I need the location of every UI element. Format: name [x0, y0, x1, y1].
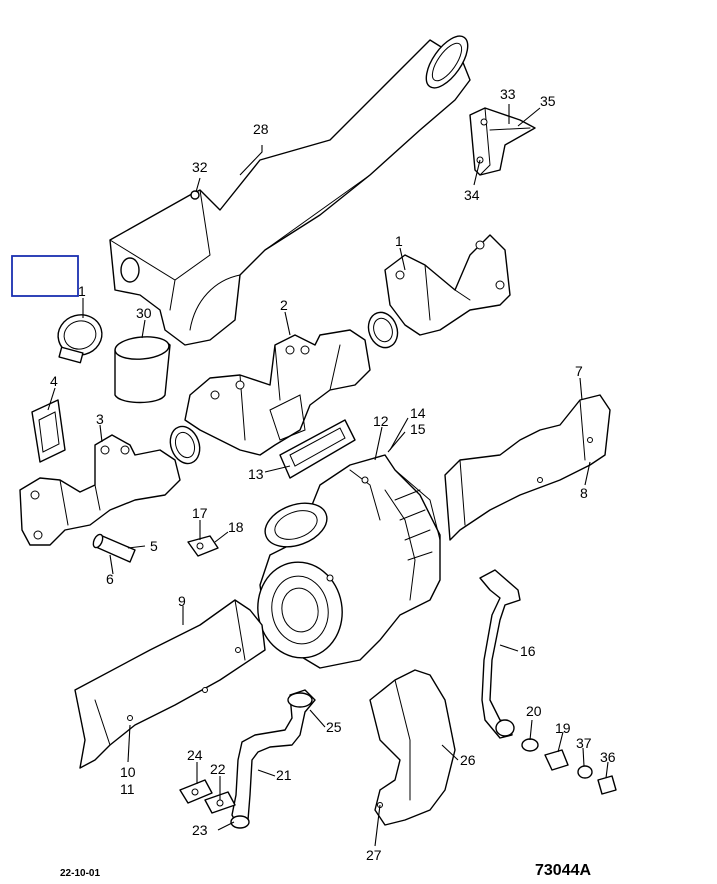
part-37-washer[interactable]	[577, 765, 593, 779]
callout-26: 26	[460, 752, 476, 768]
callout-36: 36	[600, 749, 616, 765]
callout-9: 9	[178, 593, 186, 609]
part-24-gasket[interactable]	[179, 779, 213, 804]
callout-labels: 1 1 2 3 4 5 6 7 8 9 10 11 12 13 14 15 16…	[50, 86, 616, 863]
turbocharger[interactable]	[250, 454, 441, 669]
part-5-spacer[interactable]	[91, 533, 136, 563]
callout-11: 11	[120, 781, 135, 797]
part-33-bracket[interactable]	[469, 107, 536, 176]
callout-19: 19	[555, 720, 571, 736]
part-1-clamp-ring-left[interactable]	[54, 310, 107, 364]
callout-8: 8	[580, 485, 588, 501]
callout-1-right: 1	[395, 233, 403, 249]
callout-5: 5	[150, 538, 158, 554]
callout-22: 22	[210, 761, 226, 777]
callout-27: 27	[366, 847, 382, 863]
part-17-gasket-plate[interactable]	[187, 535, 219, 557]
callout-32: 32	[192, 159, 208, 175]
callout-25: 25	[326, 719, 342, 735]
callout-4: 4	[50, 373, 58, 389]
highlight-box	[11, 255, 79, 297]
drawing-date: 22-10-01	[60, 868, 100, 879]
part-16-oil-pipe[interactable]	[479, 569, 521, 739]
callout-3: 3	[96, 411, 104, 427]
callout-18: 18	[228, 519, 244, 535]
callout-2: 2	[280, 297, 288, 313]
drawing-number: 73044A	[535, 862, 591, 879]
callout-20: 20	[526, 703, 542, 719]
part-7-heat-shield[interactable]	[444, 394, 611, 541]
callout-35: 35	[540, 93, 556, 109]
part-36-plug[interactable]	[597, 775, 617, 795]
part-3-manifold-section-left[interactable]	[19, 434, 181, 546]
callout-13: 13	[248, 466, 264, 482]
leader-lines	[47, 104, 609, 847]
callout-34: 34	[464, 187, 480, 203]
part-2-manifold-section-middle[interactable]	[165, 329, 371, 468]
callout-30: 30	[136, 305, 152, 321]
callout-10: 10	[120, 764, 136, 780]
callout-23: 23	[192, 822, 208, 838]
callout-37: 37	[576, 735, 592, 751]
part-19-banjo-bolt[interactable]	[544, 749, 569, 771]
callout-21: 21	[276, 767, 292, 783]
callout-12: 12	[373, 413, 389, 429]
callout-6: 6	[106, 571, 114, 587]
part-9-heat-shield[interactable]	[74, 599, 266, 769]
callout-17: 17	[192, 505, 208, 521]
part-32-clamp[interactable]	[190, 190, 200, 200]
part-26-heat-shield[interactable]	[369, 669, 456, 826]
part-1-manifold-section-right[interactable]	[364, 234, 511, 352]
part-13-gasket[interactable]	[279, 419, 356, 479]
callout-15: 15	[410, 421, 426, 437]
part-21-drain-pipe[interactable]	[230, 689, 316, 829]
callout-1-left: 1	[78, 283, 86, 299]
callout-28: 28	[253, 121, 269, 137]
part-28-pipe[interactable]	[109, 29, 476, 346]
part-20-washer[interactable]	[521, 738, 539, 752]
callout-33: 33	[500, 86, 516, 102]
part-30-sleeve[interactable]	[114, 335, 171, 404]
callout-24: 24	[187, 747, 203, 763]
callout-16: 16	[520, 643, 536, 659]
callout-14: 14	[410, 405, 426, 421]
callout-7: 7	[575, 363, 583, 379]
